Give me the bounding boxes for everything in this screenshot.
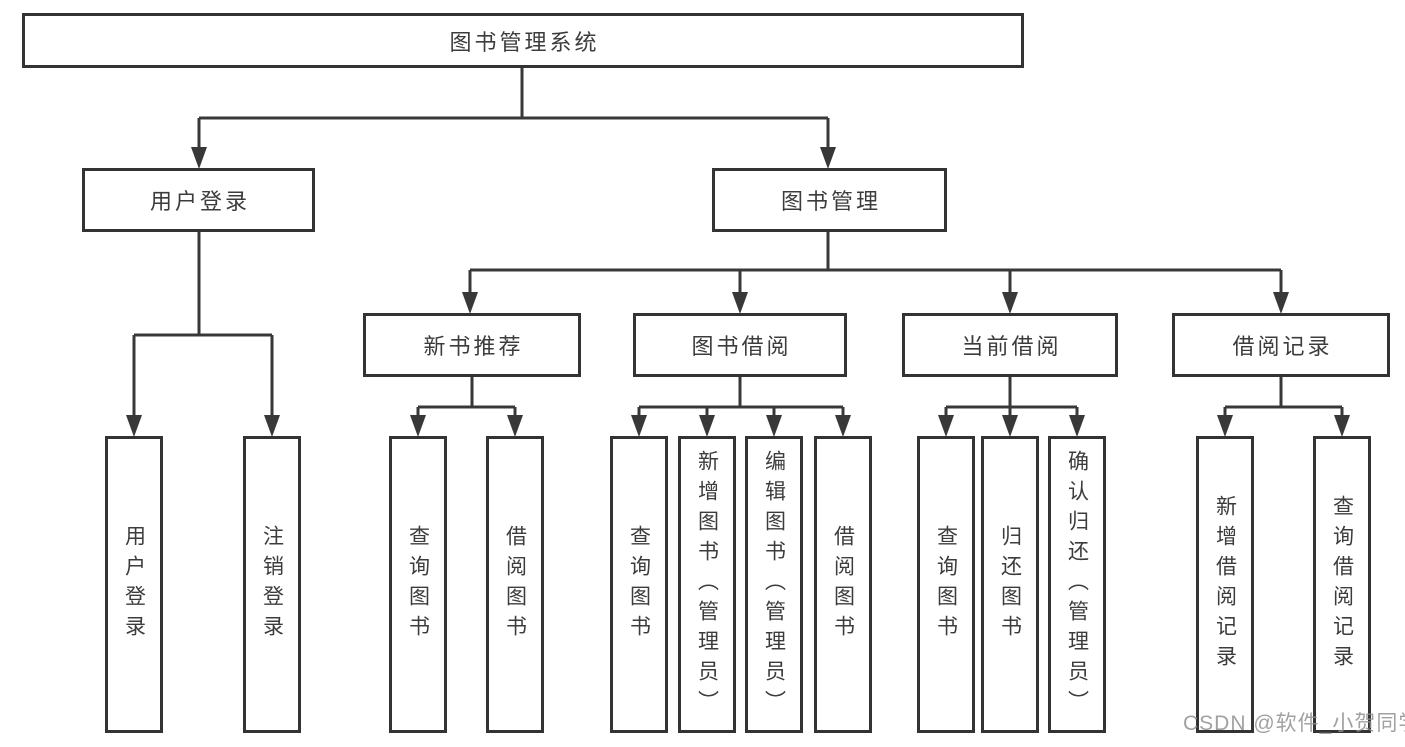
node-current-borrowing: 当前借阅 (902, 313, 1118, 377)
csdn-watermark: CSDN @软件_小贺同学 (1183, 712, 1405, 735)
connector-root (197, 68, 830, 149)
node-current-borrowing-label: 当前借阅 (961, 334, 1062, 359)
leaf-bb-add-books-admin: 新增图书（管理员） (678, 436, 736, 733)
leaf-nb-borrow-books: 借阅图书 (486, 436, 544, 733)
leaf-br-query-record-label: 查询借阅记录 (1330, 494, 1354, 675)
node-book-borrowing-label: 图书借阅 (691, 334, 792, 359)
leaf-cb-query-books-label: 查询图书 (934, 524, 958, 645)
connector-book-management (468, 232, 1283, 294)
node-book-management: 图书管理 (712, 168, 947, 232)
leaf-bb-query-books-label: 查询图书 (627, 524, 651, 645)
node-new-book-recommend: 新书推荐 (363, 313, 581, 377)
connector-book-borrowing (637, 377, 845, 417)
leaf-cb-confirm-return-admin: 确认归还（管理员） (1048, 436, 1106, 733)
connector-current-borrowing (944, 377, 1079, 417)
leaf-nb-borrow-books-label: 借阅图书 (503, 524, 527, 645)
leaf-bb-edit-books-admin-label: 编辑图书（管理员） (762, 449, 786, 720)
node-borrowing-records-label: 借阅记录 (1232, 334, 1333, 359)
node-user-login-branch: 用户登录 (82, 168, 315, 232)
leaf-bb-borrow-books: 借阅图书 (814, 436, 872, 733)
node-user-login-branch-label: 用户登录 (149, 189, 250, 214)
connector-borrowing-records (1223, 377, 1344, 417)
leaf-cb-return-books-label: 归还图书 (998, 524, 1022, 645)
leaf-cb-return-books: 归还图书 (981, 436, 1039, 733)
node-book-management-label: 图书管理 (780, 189, 881, 214)
leaf-logout-label: 注销登录 (260, 524, 284, 645)
leaf-br-add-record: 新增借阅记录 (1196, 436, 1254, 733)
leaf-nb-query-books-label: 查询图书 (406, 524, 430, 645)
leaf-cb-confirm-return-admin-label: 确认归还（管理员） (1065, 449, 1089, 720)
leaf-user-login-label: 用户登录 (122, 524, 146, 645)
leaf-bb-edit-books-admin: 编辑图书（管理员） (745, 436, 803, 733)
leaf-logout: 注销登录 (243, 436, 301, 733)
leaf-br-query-record: 查询借阅记录 (1313, 436, 1371, 733)
leaf-bb-query-books: 查询图书 (610, 436, 668, 733)
node-root-label: 图书管理系统 (449, 29, 600, 55)
leaf-nb-query-books: 查询图书 (389, 436, 447, 733)
node-root: 图书管理系统 (22, 13, 1024, 68)
leaf-br-add-record-label: 新增借阅记录 (1213, 494, 1237, 675)
leaf-bb-borrow-books-label: 借阅图书 (831, 524, 855, 645)
leaf-user-login: 用户登录 (105, 436, 163, 733)
leaf-cb-query-books: 查询图书 (917, 436, 975, 733)
node-new-book-recommend-label: 新书推荐 (423, 334, 524, 359)
node-borrowing-records: 借阅记录 (1172, 313, 1390, 377)
node-book-borrowing: 图书借阅 (633, 313, 847, 377)
leaf-bb-add-books-admin-label: 新增图书（管理员） (695, 449, 719, 720)
connector-user-login (132, 232, 274, 417)
connector-new-book-recommend (416, 377, 517, 417)
